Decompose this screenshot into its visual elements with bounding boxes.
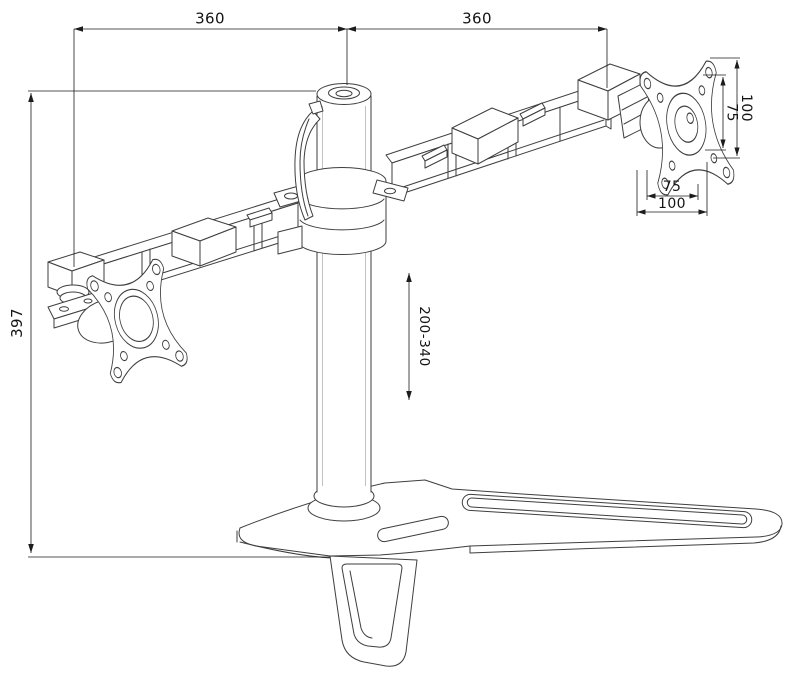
collar-left-lower-tab — [277, 225, 303, 255]
dim-label-vesa-horizontal-inner: 75 — [663, 179, 682, 195]
collar-left-bolt-hole — [284, 192, 298, 200]
left-vesa-100-holes — [90, 263, 184, 379]
base-plate-slot — [377, 515, 449, 543]
left-arm-cable-clip-box — [171, 217, 237, 267]
left-vesa-plate — [86, 258, 188, 384]
dim-overall-height: 397 — [8, 90, 330, 558]
dim-height-adjustment-range: 200-340 — [406, 273, 432, 400]
left-vesa-75-holes — [104, 280, 170, 362]
base-front-leg-inner-edge — [349, 570, 373, 639]
right-arm-cable-clip-box — [451, 107, 519, 165]
right-arm-cable-clip-2 — [519, 102, 546, 127]
left-arm-segment-lines — [141, 213, 263, 287]
right-arm-seam — [393, 119, 605, 191]
lever-hook — [308, 100, 324, 115]
dim-vesa-vertical-inner: 75 — [703, 74, 740, 151]
base-front-leg-cutout — [341, 563, 403, 648]
dimension-annotations: 360 360 397 200-340 75 — [8, 10, 754, 558]
collar-body — [297, 167, 387, 255]
dim-label-right-arm-span: 360 — [462, 10, 492, 28]
dim-label-vesa-vertical-outer: 100 — [738, 94, 754, 122]
left-vesa-center-hole — [119, 295, 154, 342]
right-arm-cable-clip-1 — [421, 144, 448, 169]
dim-vesa-horizontal-inner: 75 — [646, 170, 699, 200]
right-arm-assembly — [385, 63, 681, 198]
base-assembly — [236, 479, 783, 667]
dim-right-arm-span: 360 — [346, 10, 608, 88]
left-arm-cable-clip — [246, 207, 273, 228]
collar-right-bolt-hole — [384, 187, 396, 195]
dim-vesa-vertical-outer: 100 — [710, 57, 754, 159]
right-vesa-100-holes — [643, 66, 731, 190]
pole-body-fill — [317, 95, 371, 492]
base-plate-thickness — [236, 525, 782, 559]
dim-label-left-arm-span: 360 — [195, 10, 225, 28]
base-plate — [238, 479, 783, 557]
dim-vesa-horizontal-outer: 100 — [636, 162, 708, 216]
release-lever — [294, 100, 324, 221]
pole-body-edges — [316, 95, 372, 493]
pole-cap-hole — [335, 89, 353, 98]
pole-assembly — [307, 83, 381, 522]
dim-label-height-adjustment-range: 200-340 — [416, 306, 432, 367]
dim-label-vesa-horizontal-outer: 100 — [658, 196, 686, 212]
dim-left-arm-span: 360 — [73, 10, 347, 267]
right-vesa-plate — [639, 60, 735, 196]
dim-label-vesa-vertical-inner: 75 — [724, 103, 740, 122]
lever-handle — [294, 110, 321, 221]
base-leg-channel — [461, 493, 753, 529]
left-arm-assembly — [47, 194, 299, 344]
dim-label-overall-height: 397 — [8, 308, 26, 338]
right-vesa-boss-hole — [686, 112, 694, 124]
right-vesa-75-holes — [656, 85, 718, 171]
lever-inner-line — [299, 118, 310, 217]
